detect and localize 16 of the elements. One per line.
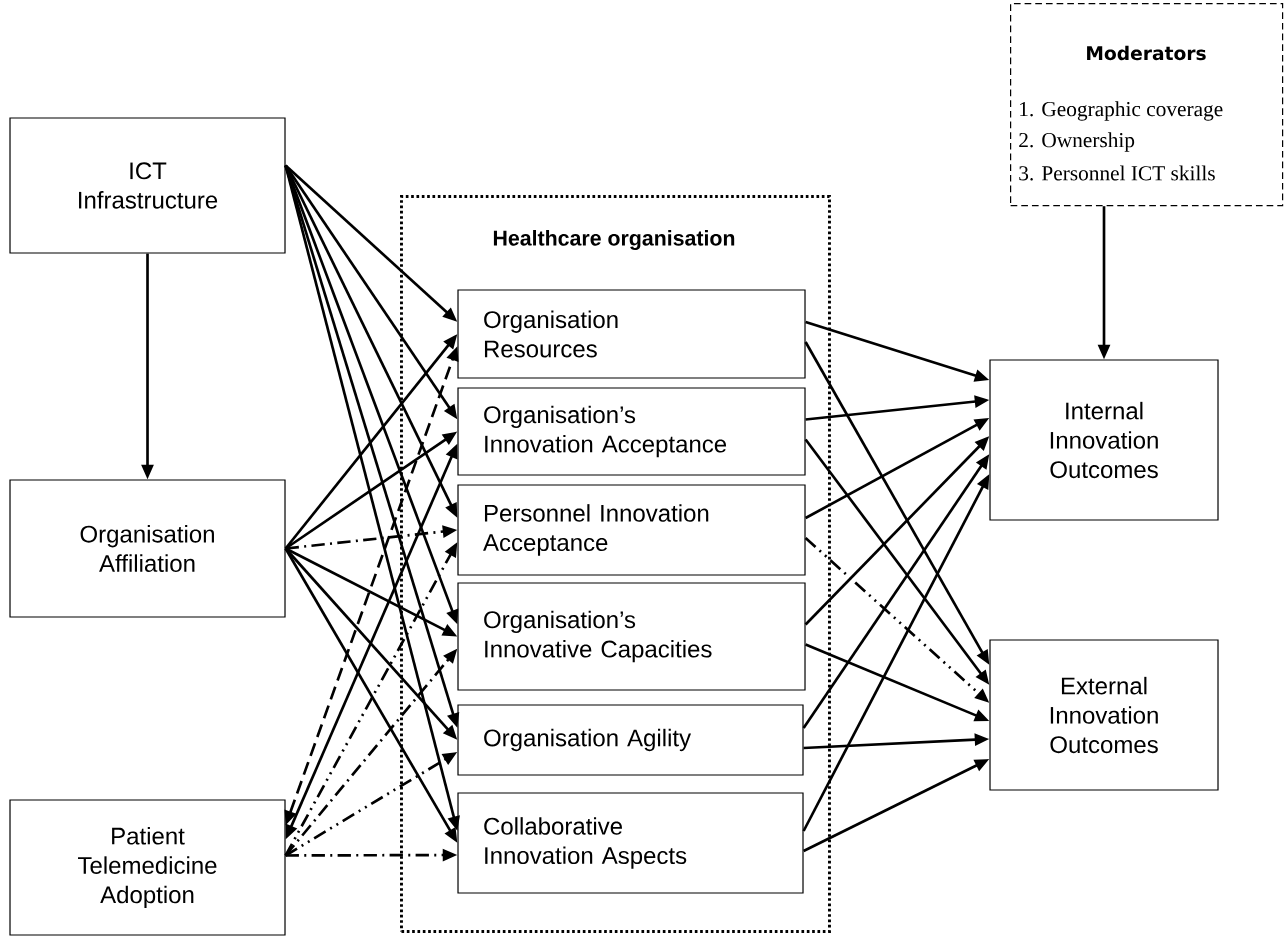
- process-box: Internal Innovation Outcomes: [989, 359, 1219, 521]
- process-box: Personnel Innovation Acceptance: [457, 484, 806, 576]
- process-box: Collaborative Innovation Aspects: [457, 792, 804, 894]
- process-box: Organisation Affiliation: [9, 479, 286, 618]
- process-box: External Innovation Outcomes: [989, 639, 1219, 791]
- list-item: 3. Personnel ICT skills: [1019, 165, 1215, 181]
- process-box: Organisation Agility: [457, 704, 804, 776]
- process-box: Patient Telemedicine Adoption: [9, 799, 286, 936]
- process-box: ICT Infrastructure: [9, 117, 286, 254]
- process-box: Organisation’s Innovation Acceptance: [457, 387, 806, 476]
- box-heading: Moderators: [1087, 45, 1206, 61]
- process-box: Organisation Resources: [457, 289, 806, 379]
- process-box: Organisation’s Innovative Capacities: [457, 582, 806, 691]
- list-item: 1. Geographic coverage: [1020, 101, 1223, 121]
- group-title: Healthcare organisation: [493, 230, 735, 250]
- list-item: 2. Ownership: [1019, 132, 1135, 152]
